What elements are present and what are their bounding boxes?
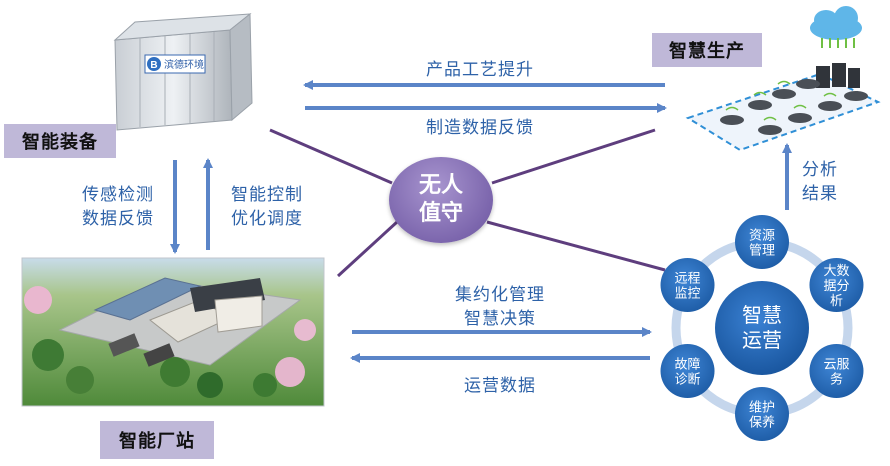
node-fault-diagnosis-text: 诊断	[675, 373, 701, 388]
connector-lines	[269, 128, 666, 278]
caption-control-line-2: 优化调度	[231, 209, 303, 229]
node-big-data-analysis-text: 析	[830, 294, 843, 309]
node-fault-diagnosis-text: 故障	[675, 358, 701, 373]
caption-sensor-feedback: 传感检测 数据反馈	[63, 183, 173, 231]
center-line-1: 无人	[418, 173, 463, 198]
unattended-center: 无人 值守	[389, 157, 493, 243]
connector-operations	[486, 220, 666, 272]
node-cloud-service: 云服务	[809, 344, 864, 398]
caption-sensor-line-2: 数据反馈	[82, 209, 154, 229]
caption-intensive-line-1: 集约化管理	[455, 285, 545, 305]
node-resource-management-text: 资源	[749, 229, 775, 244]
caption-process-improve: 产品工艺提升	[426, 60, 534, 80]
cloud-icon	[810, 6, 862, 48]
node-remote-monitoring-text: 监控	[675, 287, 701, 302]
production-iot-illustration	[685, 6, 881, 152]
caption-smart-control: 智能控制 优化调度	[212, 183, 322, 231]
svg-text:B: B	[150, 60, 157, 71]
caption-intensive-management: 集约化管理 智慧决策	[420, 283, 580, 331]
node-maintenance-text: 维护	[749, 401, 775, 416]
hub-line-1: 智慧	[742, 303, 782, 327]
node-maintenance-circle	[735, 387, 789, 441]
logo-icon	[147, 57, 161, 71]
node-fault-diagnosis-circle	[660, 344, 715, 398]
connector-equipment	[269, 128, 393, 185]
caption-operations-data: 运营数据	[464, 376, 536, 396]
node-big-data-analysis-circle	[809, 258, 864, 312]
caption-analysis-line-2: 结果	[802, 184, 838, 204]
node-big-data-analysis-text: 大数	[823, 264, 849, 279]
node-resource-management-circle	[735, 215, 789, 269]
equipment-logo-text: 滨德环境	[164, 58, 204, 71]
caption-intensive-line-2: 智慧决策	[464, 309, 536, 329]
node-remote-monitoring-circle	[660, 258, 715, 312]
label-equipment: 智能装备	[4, 124, 116, 158]
station-plant-illustration	[21, 257, 325, 407]
caption-sensor-line-1: 传感检测	[82, 185, 154, 205]
center-line-2: 值守	[418, 201, 463, 226]
hub-line-2: 运营	[742, 328, 782, 352]
caption-analysis-line-1: 分析	[802, 160, 838, 180]
equipment-tank-illustration: B 滨德环境	[113, 12, 253, 131]
caption-analysis-result: 分析 结果	[792, 158, 848, 206]
node-cloud-service-text: 云服	[823, 358, 849, 373]
caption-control-line-1: 智能控制	[231, 185, 303, 205]
node-big-data-analysis-text: 据分	[823, 279, 849, 294]
node-cloud-service-text: 务	[830, 372, 843, 388]
node-remote-monitoring-text: 远程	[675, 272, 701, 287]
node-resource-management-text: 管理	[749, 244, 775, 259]
wifi-icons	[725, 80, 837, 121]
label-station: 智能厂站	[100, 421, 214, 459]
device-icons	[720, 79, 868, 135]
label-production: 智慧生产	[652, 33, 762, 67]
connector-production	[491, 128, 656, 185]
caption-manufacturing-feedback: 制造数据反馈	[426, 118, 534, 138]
flow-arrows	[170, 80, 792, 363]
server-icon	[816, 63, 860, 88]
operations-hub	[715, 281, 809, 375]
connector-station	[336, 220, 399, 278]
node-maintenance-text: 保养	[749, 415, 775, 431]
node-cloud-service-circle	[809, 344, 864, 398]
